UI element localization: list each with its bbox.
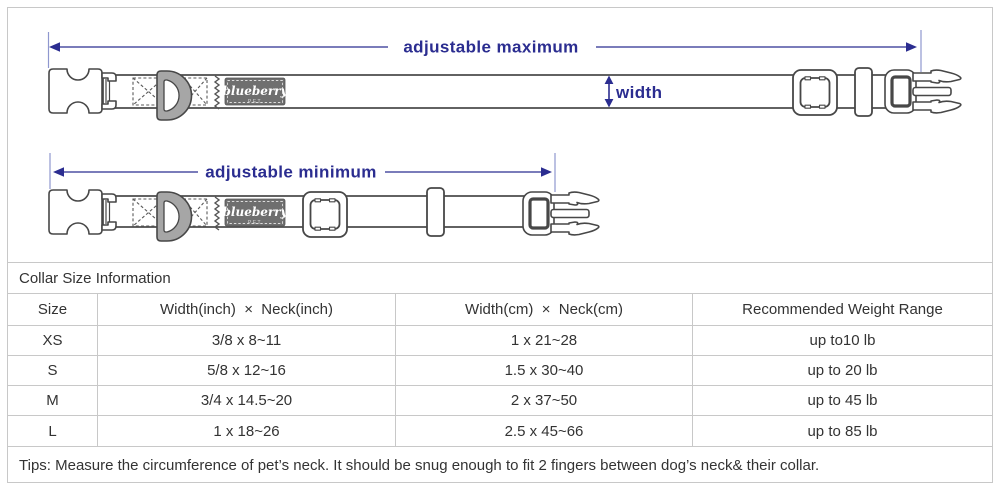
min-arrow: adjustable minimum bbox=[49, 153, 556, 192]
brand-logo-sub: PET bbox=[248, 220, 262, 226]
table-row-s: S 5/8 x 12~16 1.5 x 30~40 up to 20 lb bbox=[8, 355, 992, 385]
triglide-icon bbox=[302, 191, 348, 238]
min-arrow-label: adjustable minimum bbox=[205, 163, 377, 182]
collar-diagrams: blueberry PET adjustable maximum width bbox=[8, 8, 992, 262]
header-weight: Recommended Weight Range bbox=[692, 294, 992, 325]
keeper-icon bbox=[426, 187, 445, 237]
cell-inch: 1 x 18~26 bbox=[97, 416, 395, 446]
header-size: Size bbox=[37, 301, 68, 318]
cell-weight: up to10 lb bbox=[692, 326, 992, 355]
cell-weight: up to 85 lb bbox=[692, 416, 992, 446]
buckle-male-icon bbox=[883, 68, 963, 115]
buckle-female-icon bbox=[48, 68, 117, 114]
table-title: Collar Size Information bbox=[8, 262, 992, 293]
brand-logo: blueberry bbox=[223, 84, 289, 98]
brand-logo: blueberry bbox=[223, 205, 289, 219]
buckle-female-icon bbox=[48, 189, 117, 235]
table-row-xs: XS 3/8 x 8~11 1 x 21~28 up to10 lb bbox=[8, 325, 992, 355]
size-table: Collar Size Information Size Width(inch)… bbox=[8, 262, 992, 484]
table-header-row: Size Width(inch) × Neck(inch) Width(cm) … bbox=[8, 293, 992, 325]
cell-cm: 2 x 37~50 bbox=[395, 386, 692, 415]
table-row-m: M 3/4 x 14.5~20 2 x 37~50 up to 45 lb bbox=[8, 385, 992, 415]
width-label: width bbox=[615, 83, 662, 102]
table-tips: Tips: Measure the circumference of pet’s… bbox=[8, 446, 992, 484]
header-width-cm: Width(cm) × Neck(cm) bbox=[395, 294, 692, 325]
cell-size: S bbox=[47, 362, 58, 379]
cell-size: XS bbox=[42, 332, 63, 349]
cell-weight: up to 20 lb bbox=[692, 356, 992, 385]
cell-size: L bbox=[48, 422, 57, 440]
collar-size-sheet: blueberry PET adjustable maximum width bbox=[7, 7, 993, 483]
triglide-icon bbox=[792, 69, 838, 116]
keeper-icon bbox=[854, 67, 873, 117]
cell-size: M bbox=[46, 392, 59, 409]
header-width-inch: Width(inch) × Neck(inch) bbox=[97, 294, 395, 325]
width-arrow: width bbox=[604, 75, 662, 108]
brand-logo-sub: PET bbox=[248, 99, 262, 105]
cell-weight: up to 45 lb bbox=[692, 386, 992, 415]
table-row-l: L 1 x 18~26 2.5 x 45~66 up to 85 lb bbox=[8, 415, 992, 446]
cell-cm: 2.5 x 45~66 bbox=[395, 416, 692, 446]
collar-min-diagram: blueberry PET bbox=[48, 187, 601, 242]
max-arrow: adjustable maximum bbox=[47, 30, 922, 72]
collar-max-diagram: blueberry PET bbox=[48, 67, 963, 121]
max-arrow-label: adjustable maximum bbox=[403, 38, 578, 57]
cell-cm: 1 x 21~28 bbox=[395, 326, 692, 355]
cell-inch: 3/8 x 8~11 bbox=[97, 326, 395, 355]
cell-cm: 1.5 x 30~40 bbox=[395, 356, 692, 385]
cell-inch: 3/4 x 14.5~20 bbox=[97, 386, 395, 415]
cell-inch: 5/8 x 12~16 bbox=[97, 356, 395, 385]
buckle-male-icon bbox=[521, 190, 601, 237]
